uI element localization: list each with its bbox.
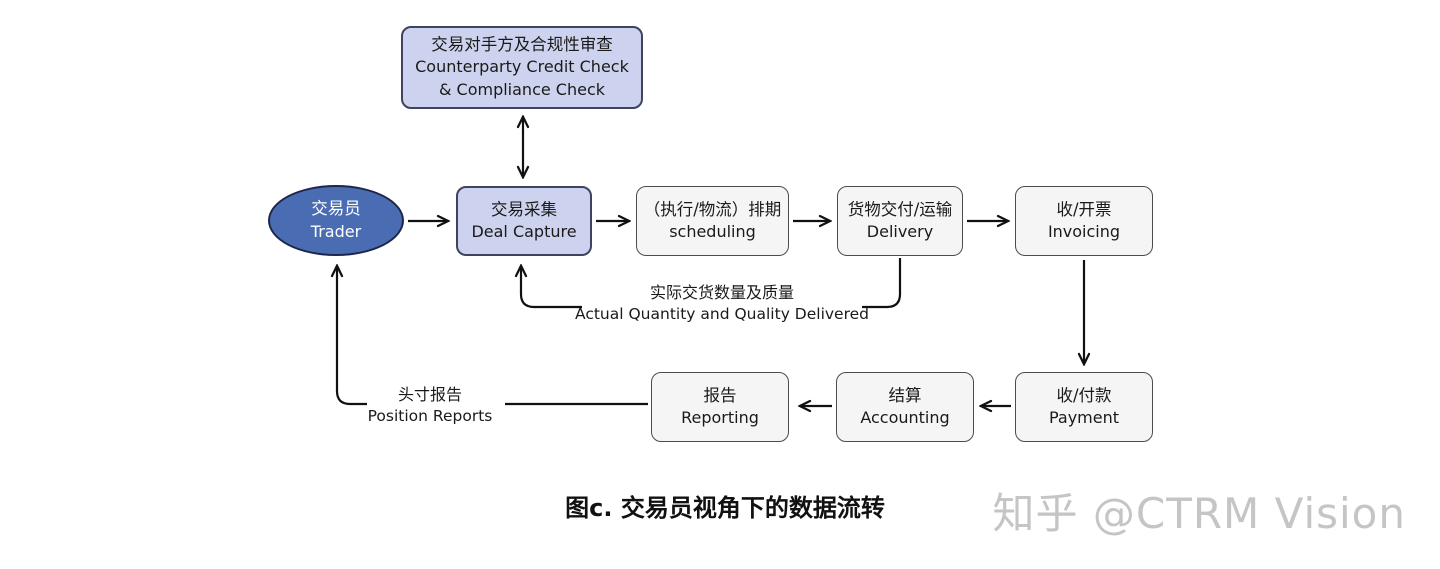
node-scheduling: （执行/物流）排期 scheduling	[636, 186, 789, 256]
node-label-zh: 收/付款	[1056, 385, 1112, 405]
node-label-zh: 货物交付/运输	[847, 199, 953, 219]
node-payment: 收/付款 Payment	[1015, 372, 1153, 442]
node-label-zh: （执行/物流）排期	[643, 199, 782, 219]
node-label-zh: 收/开票	[1056, 199, 1112, 219]
node-label-en: Invoicing	[1047, 222, 1121, 242]
feedback-arrow-into-deal-capture	[521, 266, 582, 309]
node-trader: 交易员 Trader	[268, 185, 404, 256]
edge-label-zh: 头寸报告	[397, 385, 462, 404]
node-label-en: Reporting	[681, 408, 759, 428]
node-delivery: 货物交付/运输 Delivery	[837, 186, 963, 256]
node-counterparty-credit-check: 交易对手方及合规性审查 Counterparty Credit Check & …	[401, 26, 643, 109]
node-reporting: 报告 Reporting	[651, 372, 789, 442]
node-label-zh: 交易对手方及合规性审查	[431, 35, 613, 55]
node-label-en: Deal Capture	[471, 222, 577, 242]
feedback-line-delivery-right-segment	[862, 258, 902, 309]
node-accounting: 结算 Accounting	[836, 372, 974, 442]
edge-label-en: Position Reports	[367, 407, 493, 426]
node-label-en: Trader	[310, 221, 362, 241]
node-label-en: scheduling	[669, 222, 756, 242]
zhihu-watermark: 知乎 @CTRM Vision	[992, 489, 1406, 538]
edge-label-en: Actual Quantity and Quality Delivered	[575, 305, 869, 324]
feedback-arrow-into-trader	[337, 266, 367, 406]
node-label-en: Counterparty Credit Check & Compliance C…	[415, 57, 629, 100]
node-deal-capture: 交易采集 Deal Capture	[456, 186, 592, 256]
node-label-en: Accounting	[860, 408, 950, 428]
node-label-zh: 交易采集	[491, 199, 557, 219]
node-label-en: Payment	[1048, 408, 1120, 428]
edge-label-position-reports: 头寸报告 Position Reports	[330, 384, 530, 427]
edge-label-actual-delivery: 实际交货数量及质量 Actual Quantity and Quality De…	[522, 282, 922, 325]
node-label-zh: 报告	[703, 385, 737, 405]
node-invoicing: 收/开票 Invoicing	[1015, 186, 1153, 256]
edge-label-zh: 实际交货数量及质量	[649, 283, 794, 302]
node-label-en: Delivery	[866, 222, 934, 242]
figure-caption: 图c. 交易员视角下的数据流转	[565, 494, 885, 522]
node-label-zh: 交易员	[311, 199, 361, 219]
node-label-zh: 结算	[888, 385, 922, 405]
